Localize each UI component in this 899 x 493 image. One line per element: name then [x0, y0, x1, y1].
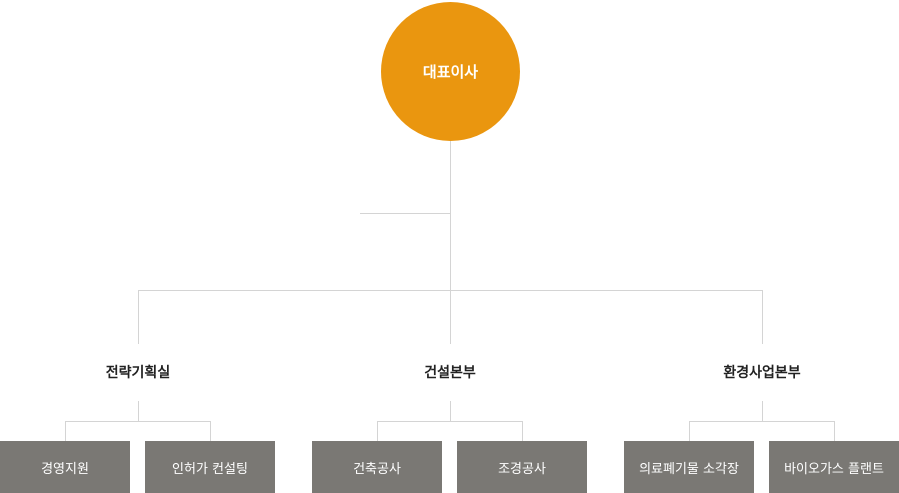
team-4-drop	[522, 421, 523, 441]
division-1-drop-line	[138, 290, 139, 344]
team-6-drop	[834, 421, 835, 441]
division-2-team-stem	[450, 401, 451, 421]
division-construction-label: 건설본부	[424, 365, 476, 381]
team-2-drop	[210, 421, 211, 441]
team-box-permit-consulting: 인허가 컨설팅	[145, 441, 275, 493]
ceo-connector-line	[450, 141, 451, 344]
team-box-landscape-construction: 조경공사	[457, 441, 587, 493]
staff-branch-line	[360, 213, 451, 214]
team-box-medical-waste-incinerator: 의료폐기물 소각장	[624, 441, 754, 493]
division-1-team-stem	[138, 401, 139, 421]
team-label: 조경공사	[498, 461, 546, 477]
division-environment-label: 환경사업본부	[723, 365, 801, 381]
team-1-drop	[65, 421, 66, 441]
team-5-drop	[689, 421, 690, 441]
division-1-team-bar	[65, 421, 211, 422]
division-strategy-label: 전략기획실	[105, 365, 171, 381]
team-label: 인허가 컨설팅	[172, 461, 248, 477]
team-box-building-construction: 건축공사	[312, 441, 442, 493]
division-2-team-bar	[377, 421, 523, 422]
team-3-drop	[377, 421, 378, 441]
division-3-team-bar	[689, 421, 835, 422]
division-3-drop-line	[762, 290, 763, 344]
division-3-team-stem	[762, 401, 763, 421]
division-horizontal-line	[138, 290, 763, 291]
team-box-management-support: 경영지원	[0, 441, 130, 493]
team-label: 바이오가스 플랜트	[784, 461, 884, 477]
team-label: 경영지원	[41, 461, 89, 477]
ceo-label: 대표이사	[422, 63, 479, 81]
ceo-node: 대표이사	[381, 2, 520, 141]
team-label: 의료폐기물 소각장	[639, 461, 739, 477]
team-label: 건축공사	[353, 461, 401, 477]
team-box-biogas-plant: 바이오가스 플랜트	[769, 441, 899, 493]
